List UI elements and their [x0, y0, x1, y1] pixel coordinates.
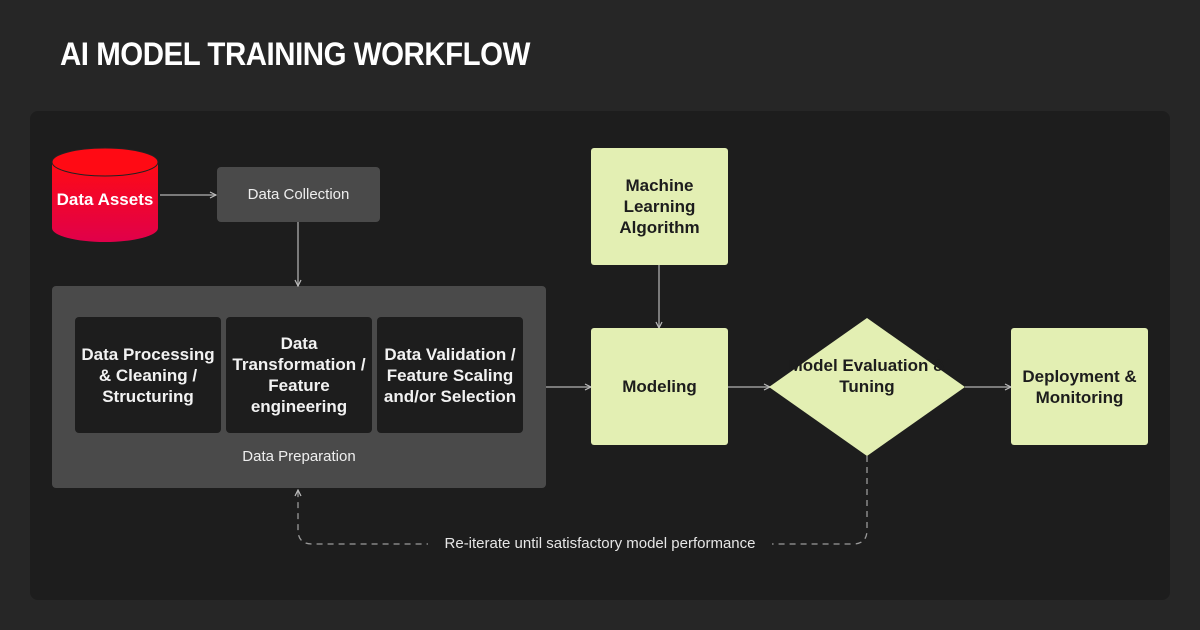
ml-algorithm-node[interactable]: Machine Learning Algorithm	[591, 148, 728, 265]
data-preparation-label: Data Preparation	[242, 448, 356, 465]
step-transformation[interactable]: Data Transformation / Feature engineerin…	[226, 317, 372, 433]
deployment-node[interactable]: Deployment & Monitoring	[1011, 328, 1148, 445]
page-title: AI MODEL TRAINING WORKFLOW	[60, 36, 530, 72]
loop-label: Re-iterate until satisfactory model perf…	[428, 535, 772, 552]
evaluation-label: Model Evaluation & Tuning	[788, 356, 946, 396]
data-collection-node[interactable]: Data Collection	[217, 167, 380, 222]
step-processing-cleaning[interactable]: Data Processing & Cleaning / Structuring	[75, 317, 221, 433]
data-assets-label: Data Assets	[56, 190, 154, 209]
modeling-node[interactable]: Modeling	[591, 328, 728, 445]
step-validation-scaling[interactable]: Data Validation / Feature Scaling and/or…	[377, 317, 523, 433]
